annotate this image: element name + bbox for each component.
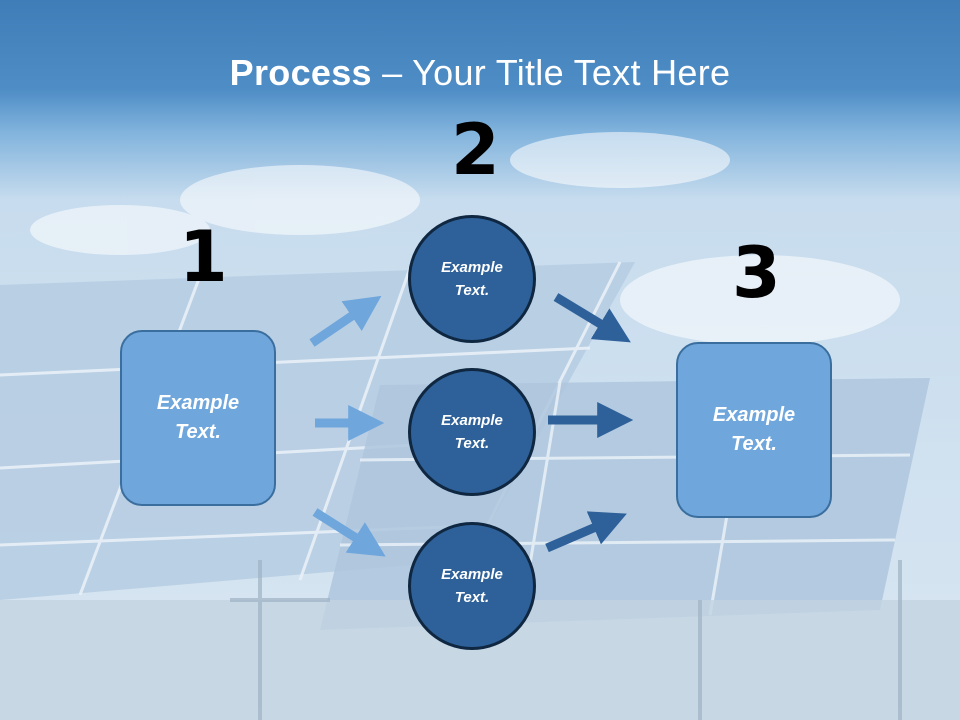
step-2-circle-bottom: Example Text.	[408, 522, 536, 650]
arrow-bottom-circle-to-box3	[545, 511, 627, 553]
title-rest: – Your Title Text Here	[371, 52, 731, 93]
step-1-box: Example Text.	[120, 330, 276, 506]
slide-title: Process – Your Title Text Here	[0, 52, 960, 94]
title-bold: Process	[229, 52, 372, 93]
arrow-box1-to-bottom-circle	[312, 508, 386, 557]
step-1-box-text: Example Text.	[156, 392, 240, 443]
step-number-3: 3	[732, 232, 781, 314]
step-number-2: 2	[451, 109, 500, 191]
step-number-1: 1	[179, 216, 228, 298]
step-3-box-text: Example Text.	[712, 404, 796, 455]
step-2-circle-top: Example Text.	[408, 215, 536, 343]
circle-top-text: Example Text.	[441, 259, 503, 299]
arrow-top-circle-to-box3	[553, 293, 631, 343]
circle-bottom-text: Example Text.	[441, 566, 503, 606]
step-2-circle-middle: Example Text.	[408, 368, 536, 496]
arrow-box1-to-top-circle	[309, 295, 382, 347]
step-3-box: Example Text.	[676, 342, 832, 518]
circle-middle-text: Example Text.	[441, 412, 503, 452]
